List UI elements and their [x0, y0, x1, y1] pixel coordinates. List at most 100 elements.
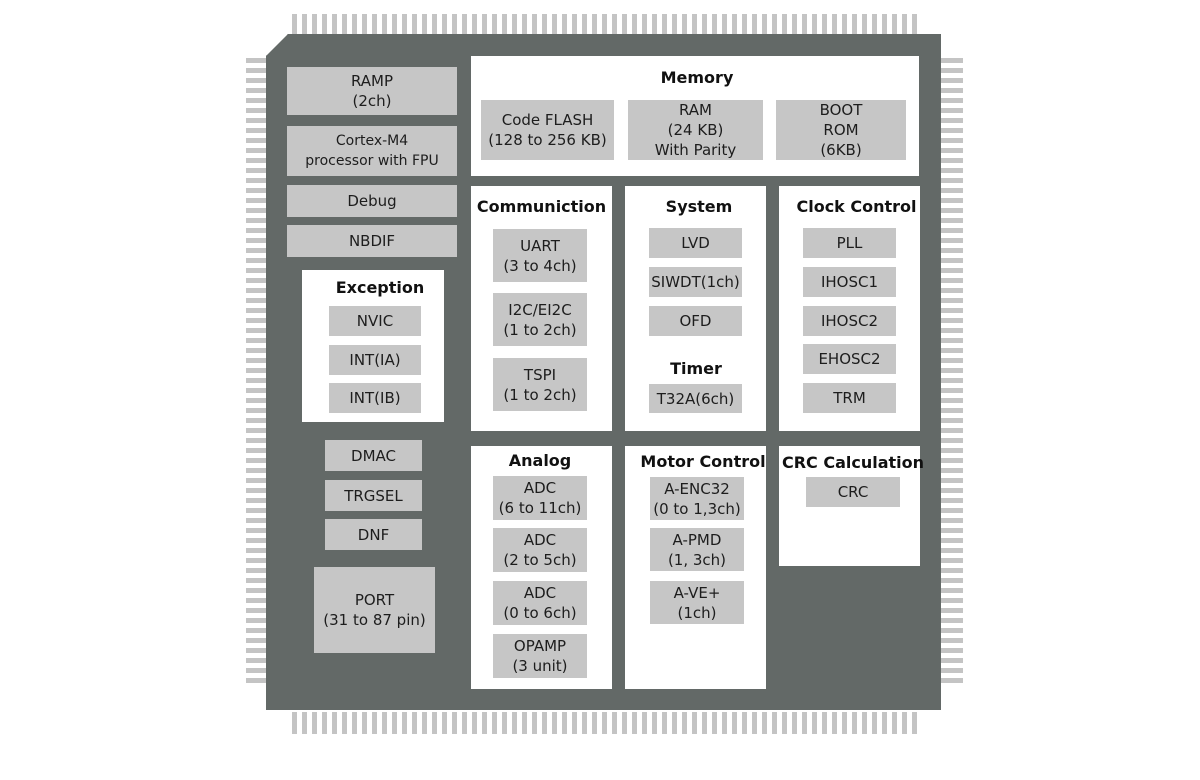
ram-parity: With Parity [654, 141, 737, 159]
adc1-channels: (6 to 11ch) [498, 499, 582, 517]
nbdif-label: NBDIF [348, 232, 396, 250]
analog-panel: Analog ADC (6 to 11ch) ADC (2 to 5ch) AD… [471, 446, 612, 689]
uart-block: UART (3 to 4ch) [493, 229, 587, 282]
debug-label: Debug [347, 192, 397, 210]
a-pmd-channels: (1, 3ch) [667, 550, 727, 569]
adc3-channels: (0 to 6ch) [503, 604, 577, 622]
tspi-label: TSPI [523, 365, 557, 384]
tspi-channels: (1 to 2ch) [503, 385, 577, 404]
t32a-label: T32A(6ch) [656, 389, 735, 408]
lvd-block: LVD [649, 228, 742, 258]
boot-rom-label-1: BOOT [819, 101, 863, 119]
pll-block: PLL [803, 228, 896, 258]
a-ve-label: A-VE+ [673, 583, 721, 602]
opamp-units: (3 unit) [512, 657, 568, 675]
opamp-block: OPAMP (3 unit) [493, 634, 587, 678]
clock-control-panel: Clock Control PLL IHOSC1 IHOSC2 EHOSC2 T… [779, 186, 920, 431]
crc-block: CRC [806, 477, 900, 507]
ram-size: (24 KB) [667, 121, 724, 139]
clock-control-title: Clock Control [796, 197, 917, 216]
int-ib-label: INT(IB) [349, 389, 401, 407]
analog-title: Analog [508, 451, 572, 470]
ihosc1-label: IHOSC1 [820, 273, 879, 291]
code-flash-block: Code FLASH (128 to 256 KB) [481, 100, 614, 160]
memory-title: Memory [660, 68, 734, 87]
ihosc1-block: IHOSC1 [803, 267, 896, 297]
boot-rom-block: BOOT ROM (6KB) [776, 100, 906, 160]
t32a-block: T32A(6ch) [649, 384, 742, 413]
timer-title: Timer [670, 359, 722, 378]
adc2-channels: (2 to 5ch) [503, 551, 577, 569]
pll-label: PLL [836, 234, 863, 252]
a-pmd-label: A-PMD [672, 530, 722, 549]
dnf-label: DNF [357, 525, 390, 544]
lvd-label: LVD [681, 234, 710, 252]
uart-label: UART [520, 236, 560, 255]
cortex-sublabel: processor with FPU [305, 153, 439, 169]
ehosc2-block: EHOSC2 [803, 344, 896, 374]
communication-panel: Communiction UART (3 to 4ch) I2C/EI2C (1… [471, 186, 612, 431]
crc-title: CRC Calculation [781, 453, 925, 472]
motor-control-title: Motor Control [640, 452, 766, 471]
boot-rom-size: (6KB) [820, 141, 862, 159]
boot-rom-label-2: ROM [823, 121, 859, 139]
i2c-label: I2C/EI2C [508, 300, 572, 319]
dmac-block: DMAC [325, 440, 422, 471]
tspi-block: TSPI (1 to 2ch) [493, 358, 587, 411]
adc2-label: ADC [523, 531, 557, 549]
i2c-channels: (1 to 2ch) [503, 320, 577, 339]
nvic-label: NVIC [356, 312, 394, 330]
adc2-block: ADC (2 to 5ch) [493, 528, 587, 572]
ihosc2-block: IHOSC2 [803, 306, 896, 336]
ehosc2-label: EHOSC2 [818, 350, 881, 368]
i2c-block: I2C/EI2C (1 to 2ch) [493, 293, 587, 346]
communication-title: Communiction [476, 197, 607, 216]
memory-panel: Memory Code FLASH (128 to 256 KB) RAM (2… [471, 56, 919, 176]
ofd-block: OFD [649, 306, 742, 336]
adc1-block: ADC (6 to 11ch) [493, 476, 587, 520]
nvic-block: NVIC [329, 306, 421, 336]
dmac-label: DMAC [351, 446, 396, 465]
system-title: System [665, 197, 733, 216]
uart-channels: (3 to 4ch) [503, 256, 577, 275]
int-ia-block: INT(IA) [329, 345, 421, 375]
trgsel-label: TRGSEL [344, 486, 403, 505]
trm-label: TRM [833, 389, 866, 407]
code-flash-label: Code FLASH [501, 111, 594, 129]
ramp-label: RAMP [350, 72, 394, 90]
crc-panel: CRC Calculation CRC [779, 446, 924, 566]
adc3-label: ADC [523, 584, 557, 602]
exception-title: Exception [335, 278, 425, 297]
crc-label: CRC [837, 483, 869, 501]
ofd-label: OFD [679, 312, 712, 330]
adc3-block: ADC (0 to 6ch) [493, 581, 587, 625]
a-enc32-channels: (0 to 1,3ch) [653, 499, 741, 518]
int-ib-block: INT(IB) [329, 383, 421, 413]
port-label: PORT [354, 591, 395, 609]
port-block: PORT (31 to 87 pin) [314, 567, 435, 653]
left-pins [246, 58, 268, 688]
motor-control-panel: Motor Control A-ENC32 (0 to 1,3ch) A-PMD… [625, 446, 766, 689]
a-ve-channels: (1ch) [677, 603, 717, 622]
a-ve-block: A-VE+ (1ch) [650, 581, 744, 624]
cortex-block: Cortex-M4 processor with FPU [287, 126, 457, 176]
ram-label: RAM [678, 101, 713, 119]
cortex-label: Cortex-M4 [335, 133, 409, 149]
ramp-block: RAMP (2ch) [287, 67, 457, 115]
dnf-block: DNF [325, 519, 422, 550]
port-pins: (31 to 87 pin) [323, 611, 426, 629]
right-pins [941, 58, 963, 688]
adc1-label: ADC [523, 479, 557, 497]
ihosc2-label: IHOSC2 [820, 312, 879, 330]
int-ia-label: INT(IA) [349, 351, 401, 369]
trm-block: TRM [803, 383, 896, 413]
trgsel-block: TRGSEL [325, 480, 422, 511]
debug-block: Debug [287, 185, 457, 217]
bottom-pins [292, 712, 920, 734]
a-pmd-block: A-PMD (1, 3ch) [650, 528, 744, 571]
exception-panel: Exception NVIC INT(IA) INT(IB) [302, 270, 444, 422]
system-panel: System LVD SIWDT(1ch) OFD Timer T32A(6ch… [625, 186, 766, 431]
ram-block: RAM (24 KB) With Parity [628, 100, 763, 160]
nbdif-block: NBDIF [287, 225, 457, 257]
opamp-label: OPAMP [513, 637, 567, 655]
